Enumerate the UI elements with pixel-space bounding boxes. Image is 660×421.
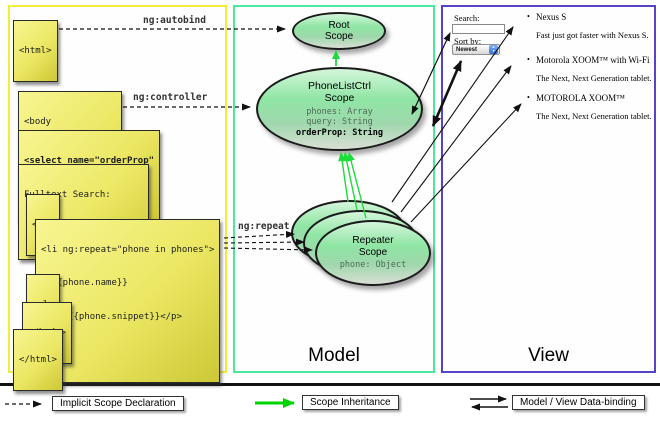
legend-divider — [0, 383, 660, 386]
phone-item-name: MOTOROLA XOOM™ — [536, 93, 625, 103]
legend-implicit-scope: Implicit Scope Declaration — [52, 396, 184, 411]
legend-scope-inheritance: Scope Inheritance — [302, 395, 399, 410]
phonelistctrl-title2: Scope — [324, 91, 355, 104]
code-line: {{phone.name}} — [41, 278, 128, 289]
prop-orderprop: orderProp: String — [296, 127, 383, 138]
ng-controller-label: ng:controller — [133, 92, 208, 103]
phone-item-name: Motorola XOOM™ with Wi-Fi — [536, 55, 650, 65]
prop-phone: phone: Object — [339, 260, 407, 271]
sort-dropdown[interactable]: Newest ▲ ▼ — [452, 44, 500, 55]
code-box-html-close: </html> — [13, 329, 63, 392]
phone-item-name: Nexus S — [536, 12, 567, 22]
search-input[interactable] — [452, 24, 505, 34]
phonelistctrl-scope-ellipse: PhoneListCtrl Scope phones: Array query:… — [256, 67, 423, 151]
phone-item-desc: The Next, Next Generation tablet. — [536, 111, 652, 121]
code-line: <li ng:repeat="phone in phones"> — [41, 244, 215, 255]
ng-autobind-label: ng:autobind — [143, 15, 206, 26]
view-column-label: View — [528, 345, 569, 366]
bullet-icon: • — [527, 55, 530, 64]
repeater-title: Repeater — [352, 235, 394, 247]
code-line: <html> — [19, 45, 52, 56]
ng-repeat-label: ng:repeat — [238, 221, 290, 232]
bullet-icon: • — [527, 12, 530, 21]
code-line: </html> — [19, 354, 57, 365]
code-line: <p>{{phone.snippet}}</p> — [41, 312, 182, 322]
sort-dropdown-value: Newest — [456, 46, 478, 53]
search-label: Search: — [454, 13, 480, 23]
code-box-html-open: <html> — [13, 20, 58, 83]
root-scope-title: Root — [328, 19, 350, 31]
prop-phones: phones: Array — [306, 106, 373, 117]
code-line: <select name="orderProp" — [24, 155, 155, 166]
root-scope-title2: Scope — [324, 31, 354, 42]
code-line: <body — [24, 116, 52, 127]
legend-data-binding: Model / View Data-binding — [512, 395, 645, 410]
repeater-title2: Scope — [358, 246, 388, 258]
model-column-panel — [233, 5, 435, 373]
stepper-down-icon: ▼ — [491, 48, 496, 53]
root-scope-ellipse: Root Scope — [292, 12, 386, 50]
dropdown-stepper-icon: ▲ ▼ — [489, 45, 498, 54]
model-column-label: Model — [308, 345, 360, 366]
phonelistctrl-title: PhoneListCtrl — [307, 79, 372, 92]
phone-item-desc: The Next, Next Generation tablet. — [536, 73, 652, 83]
prop-query: query: String — [306, 117, 373, 128]
phone-item-desc: Fast just got faster with Nexus S. — [536, 30, 649, 40]
repeater-scope-ellipse-front: Repeater Scope phone: Object — [315, 220, 431, 286]
bullet-icon: • — [527, 93, 530, 102]
